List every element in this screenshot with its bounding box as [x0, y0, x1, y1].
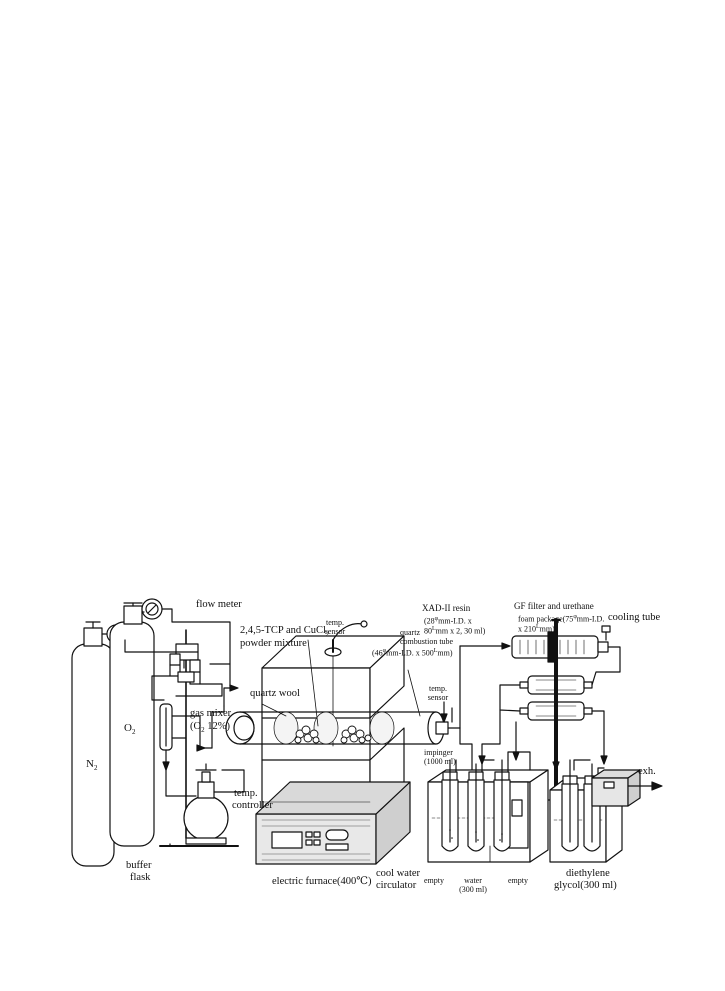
label-gf-3-sup: L — [536, 624, 540, 630]
label-temp-sensor-top-1: temp. — [326, 618, 344, 627]
label-xad-1: XAD-II resin — [422, 603, 471, 613]
label-water: water — [464, 876, 482, 885]
label-quartz-3-sup2: L — [433, 648, 438, 654]
gf-filter-urethane-package — [511, 631, 609, 663]
impinger-2 — [467, 759, 495, 852]
label-flask: flask — [130, 872, 151, 883]
label-glycol: glycol(300 ml) — [554, 880, 617, 891]
label-cool-water-1: cool water — [376, 868, 421, 879]
label-quartz-3-mid: mm-I.D. x 500 — [386, 648, 434, 658]
bath-dots-left — [449, 829, 503, 841]
label-o2: O2 — [124, 722, 135, 736]
label-n2-sub: 2 — [93, 764, 98, 773]
impinger-4 — [561, 759, 579, 852]
label-xad-3-sup: L — [432, 626, 436, 632]
label-tcp-sub: 2 — [325, 630, 330, 639]
label-gf-1: GF filter and urethane — [514, 601, 594, 611]
label-gas-mixer-spec: (O2 12%) — [190, 721, 230, 736]
label-temp-sensor-top-2: sensor — [324, 627, 346, 636]
label-xad-2-mid: mm-I.D. x — [438, 616, 472, 626]
label-xad-3-text: 80 — [424, 626, 432, 636]
label-gas-mixer-spec-text: (O — [190, 721, 202, 732]
quartz-combustion-tube — [225, 711, 461, 745]
label-gf-3-end: mm) — [539, 624, 555, 634]
pump-box — [591, 769, 641, 807]
impinger-3 — [493, 759, 511, 852]
label-gf-2-text: foam package(75 — [518, 614, 574, 624]
impinger-1 — [441, 759, 459, 852]
label-quartz-3: (46φmm-I.D. x 500Lmm) — [372, 647, 452, 658]
label-empty-1: empty — [424, 876, 444, 885]
label-gas-mixer-spec-end: 12%) — [204, 721, 230, 732]
label-o2-sub: 2 — [131, 728, 136, 737]
label-gf-3-text: x 210 — [518, 624, 536, 634]
label-quartz-wool: quartz wool — [250, 688, 300, 699]
label-flow-meter: flow meter — [196, 599, 242, 610]
temp-sensor-top — [324, 620, 368, 747]
electric-furnace — [255, 635, 411, 865]
label-gf-2-sup: φ — [573, 614, 577, 620]
label-powder-mixture: powder mixture — [240, 638, 307, 649]
label-impinger-2: (1000 ml) — [424, 757, 456, 766]
label-gf-2: foam package(75φmm-I.D. — [518, 613, 604, 624]
label-temp-controller-2: controller — [232, 800, 273, 811]
label-quartz-3-tail: mm) — [437, 648, 453, 658]
label-cooling-tube: cooling tube — [608, 612, 661, 623]
label-buffer: buffer — [126, 860, 152, 871]
label-tcp: 2,4,5-TCP and CuCl2 — [240, 625, 329, 640]
label-quartz-1: quartz — [400, 628, 420, 637]
label-quartz-3-text: (46 — [372, 648, 383, 658]
label-diethylene: diethylene — [566, 868, 610, 879]
label-temp-sensor-right-2: sensor — [427, 693, 449, 702]
o2-cylinder — [109, 602, 155, 847]
label-n2: N2 — [86, 758, 97, 772]
label-o2-text: O — [124, 722, 132, 734]
label-temp-sensor-right-1: temp. — [429, 684, 447, 693]
label-xad-2: (28φmm-I.D. x — [424, 615, 472, 626]
label-gf-2-end: mm-I.D. — [576, 614, 605, 624]
o2-regulator — [141, 598, 163, 620]
quartz-wool — [273, 711, 395, 745]
gas-mixer — [159, 703, 187, 751]
label-quartz-3-sup: φ — [382, 648, 387, 654]
label-n2-text: N — [86, 758, 94, 770]
powder-mixture — [294, 725, 372, 744]
label-quartz-2: combustion tube — [400, 637, 454, 646]
label-water-volume: (300 ml) — [459, 885, 487, 894]
temp-sensor-right — [440, 701, 453, 723]
label-xad-3: 80Lmm x 2, 30 ml) — [424, 625, 485, 636]
label-cool-water-2: circulator — [376, 880, 417, 891]
label-tcp-text: 2,4,5-TCP and CuCl — [240, 625, 326, 636]
label-electric-furnace: electric furnace(400℃) — [272, 876, 372, 887]
cooling-tube — [601, 625, 611, 641]
label-temp-controller-1: temp. — [234, 788, 258, 799]
flow-meter — [169, 629, 201, 839]
label-gf-3: x 210Lmm) — [518, 623, 555, 634]
label-impinger-1: impinger — [424, 748, 453, 757]
buffer-flask — [159, 763, 239, 847]
label-gas-mixer: gas mixer — [190, 708, 232, 719]
label-exh: exh. — [638, 766, 656, 777]
n2-cylinder — [71, 621, 115, 867]
label-xad-2-text: (28 — [424, 616, 435, 626]
label-empty-2: empty — [508, 876, 528, 885]
label-xad-2-sup: φ — [434, 616, 439, 622]
label-xad-3-end: mm x 2, 30 ml) — [435, 626, 486, 636]
label-gas-mixer-spec-sub: 2 — [201, 726, 205, 735]
